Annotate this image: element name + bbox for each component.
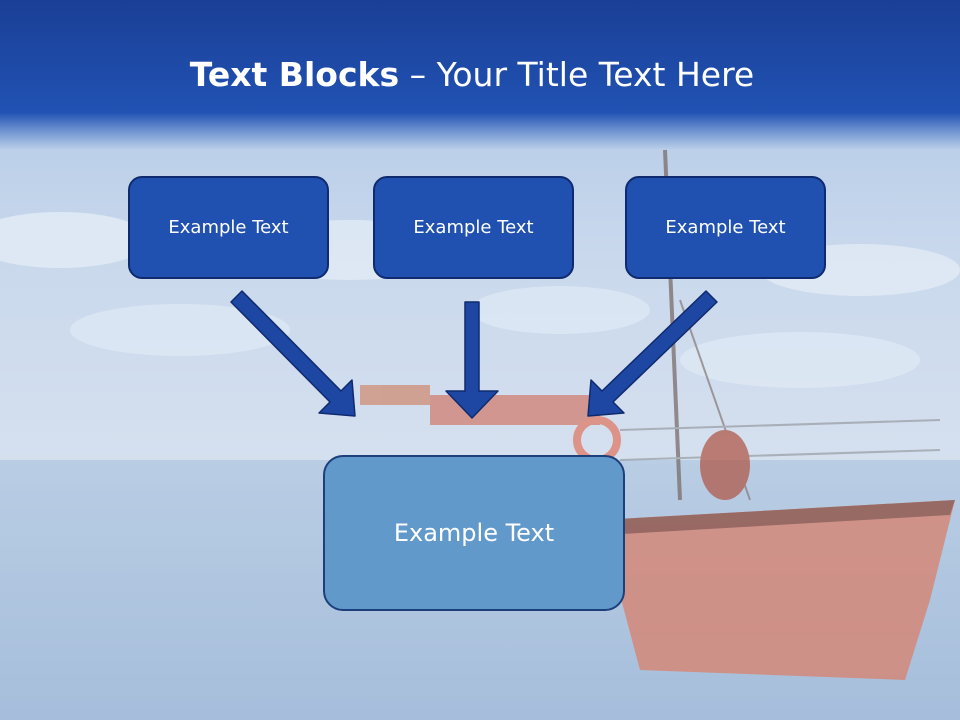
text-block-2-label: Example Text (413, 217, 534, 238)
text-block-1-label: Example Text (168, 217, 289, 238)
text-block-1[interactable]: Example Text (128, 176, 329, 279)
target-block[interactable]: Example Text (323, 455, 625, 611)
slide-title: Text Blocks – Your Title Text Here (0, 52, 944, 98)
arrow-right (587, 290, 718, 417)
title-dash: – (409, 55, 427, 94)
target-block-label: Example Text (393, 519, 555, 547)
text-block-3[interactable]: Example Text (625, 176, 826, 279)
text-block-2[interactable]: Example Text (373, 176, 574, 279)
arrow-center (445, 301, 499, 419)
title-bold-part: Text Blocks (189, 55, 400, 94)
boat (360, 149, 955, 680)
text-block-3-label: Example Text (665, 217, 786, 238)
arrow-left (230, 290, 356, 417)
title-rest: Your Title Text Here (436, 55, 755, 94)
